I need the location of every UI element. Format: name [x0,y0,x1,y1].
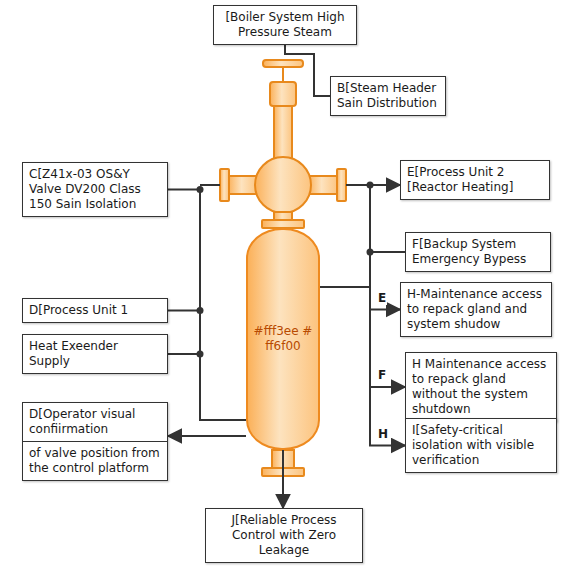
lower-flange [262,220,304,228]
connector [168,354,246,420]
maintenance-box: H Maintenance access to repack gland wit… [405,352,557,422]
junction-dot [367,249,374,256]
result-box: J[Reliable Process Control with Zero Lea… [205,508,363,563]
connector [285,45,330,96]
gate-valve [220,60,346,476]
junction-dot [197,351,204,358]
maintenance-box: H-Maintenance access to repack gland and… [400,282,552,337]
yoke [270,82,296,106]
connector [320,252,405,287]
connector [168,311,246,421]
source-box: [Boiler System High Pressure Steam [213,5,357,45]
connector [168,190,246,421]
node-text: Heat Exeender Supply [23,335,167,373]
connector [320,287,400,310]
process-box: E[Process Unit 2 [Reactor Heating] [400,160,550,200]
safety-box: I[Safety-critical isolation with visible… [405,418,557,473]
pipe-line [346,184,370,186]
right-pipe [308,176,338,194]
operator-box: D[Operator visual confiirmationof valve … [22,402,168,481]
node-text: F[Backup System Emergency Bypess [406,233,550,271]
connector [168,435,246,437]
bonnet [274,106,292,158]
header-box: B[Steam Header Sain Distribution [330,76,446,116]
callout-letter: H [377,427,389,441]
right-flange [337,169,346,201]
valve-stem [282,67,284,82]
junction-dot [197,307,204,314]
node-text: C[Z41x-03 OS&Y Valve DV200 Class 150 Sai… [23,163,167,216]
valve-spec-box: C[Z41x-03 OS&Y Valve DV200 Class 150 Sai… [22,162,168,217]
node-text: D[Process Unit 1 [23,299,167,322]
node-text: I[Safety-critical isolation with visible… [406,419,556,472]
valve-body [255,157,311,213]
node-text: H-Maintenance access to repack gland and… [401,283,551,336]
supply-box: Heat Exeender Supply [22,334,168,374]
node-text: [Boiler System High Pressure Steam [214,6,356,44]
node-text: D[Operator visual confiirmation [23,403,167,441]
process-box: D[Process Unit 1 [22,298,168,323]
callout-letter: F [377,368,387,382]
left-flange [220,169,229,201]
node-text: H Maintenance access to repack gland wit… [406,353,556,421]
node-text: of valve position from the control platf… [23,441,167,480]
pipe-stubs [200,184,370,186]
left-pipe [228,176,258,194]
bypass-box: F[Backup System Emergency Bypess [405,232,551,272]
connector [320,287,405,446]
connector [320,287,405,387]
handwheel [263,60,303,67]
junction-dot [367,182,374,189]
node-text: J[Reliable Process Control with Zero Lea… [206,509,362,562]
node-text: #fff3ee #ff6f00 [252,324,314,354]
connector [320,185,400,287]
node-text: B[Steam Header Sain Distribution [331,77,445,115]
node-text: E[Process Unit 2 [Reactor Heating] [401,161,549,199]
pressure-vessel: #fff3ee #ff6f00 [246,228,320,450]
junction-dot [197,186,204,193]
connector [282,450,284,508]
callout-letter: E [377,291,387,305]
pipe-line [200,184,220,186]
